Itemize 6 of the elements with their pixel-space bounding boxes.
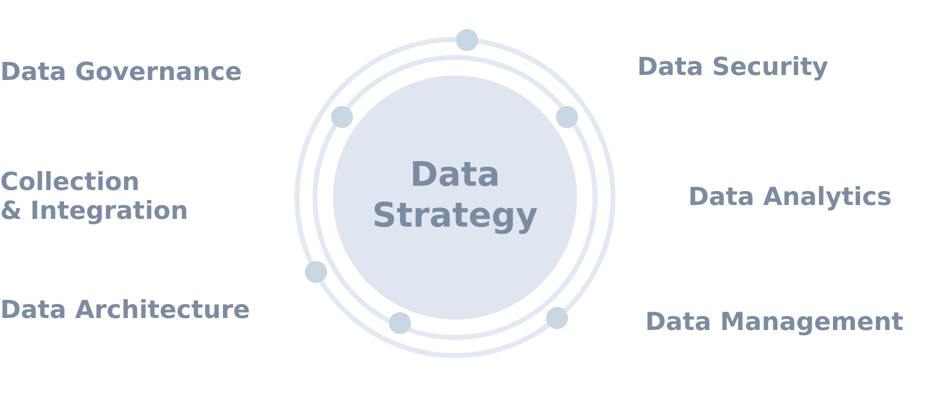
category-label: Data Governance — [2, 62, 241, 80]
category-label: Collection & Integration — [1, 171, 186, 224]
category-label: Data Analytics — [690, 186, 891, 210]
category-label: Data Security — [639, 56, 828, 80]
category-label: Data Architecture — [2, 299, 249, 318]
category-label: Data Management — [647, 312, 903, 336]
